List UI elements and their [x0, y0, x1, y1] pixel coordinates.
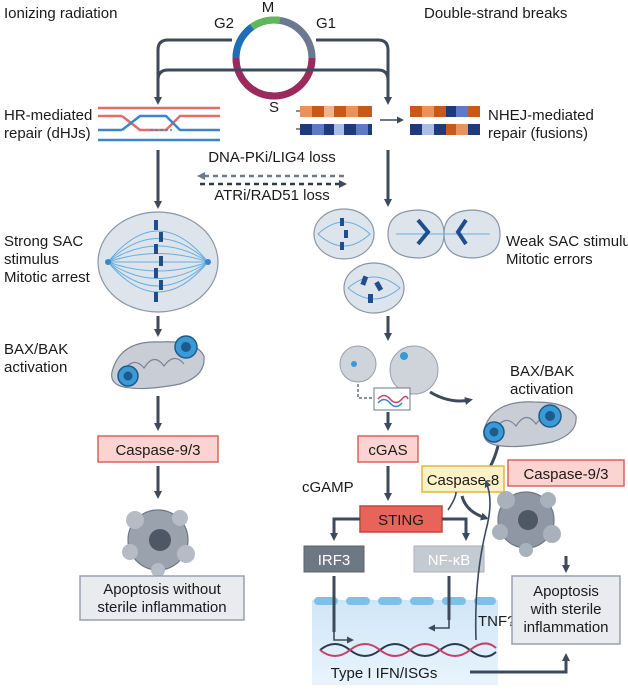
ionizing-radiation-label: Ionizing radiation: [4, 5, 117, 22]
arrow-g1-to-nhej: [316, 38, 392, 105]
arrow-sting-to-casp8: [447, 491, 457, 511]
tnf-label: TNF?: [478, 613, 516, 630]
baxbak-left-line1: BAX/BAK: [4, 341, 68, 358]
arrow-ifn-to-inflammation: [470, 653, 570, 674]
apoptotic-cell-right: [492, 491, 561, 557]
weak-sac-line1: Weak SAC stimulus: [506, 233, 628, 250]
type1-ifn-label: Type I IFN/ISGs: [331, 665, 438, 682]
caspase93-right-label: Caspase-9/3: [523, 466, 608, 483]
double-strand-breaks-label: Double-strand breaks: [424, 5, 567, 22]
baxbak-right-line2: activation: [510, 381, 573, 398]
hr-line1: HR-mediated: [4, 107, 92, 124]
dnapki-loss-label: DNA-PKi/LIG4 loss: [208, 149, 336, 166]
caspase8-label: Caspase-8: [427, 472, 500, 489]
apoptosis-with-line2: with sterile: [530, 601, 602, 618]
dna-helix: [319, 642, 497, 658]
apoptosis-with-line3: inflammation: [523, 619, 608, 636]
apoptosis-with-line1: Apoptosis: [533, 583, 599, 600]
irf3-promoter-arrow: [333, 632, 354, 644]
irf3-box: [303, 545, 365, 573]
nfkb-label: NF-κB: [428, 552, 471, 569]
apoptosis-with-box: [511, 575, 621, 645]
strong-sac-line1: Strong SAC: [4, 233, 83, 250]
bracket-lower: [156, 68, 390, 81]
arrow-to-baxbak-right: [429, 390, 473, 405]
phase-g2-label: G2: [214, 15, 234, 32]
nhej-line2: repair (fusions): [488, 125, 588, 142]
nhej-blocks-left: [296, 106, 372, 135]
arrested-mitotic-cell: [97, 211, 219, 313]
irf3-label: IRF3: [318, 552, 351, 569]
caspase93-right-box: [507, 459, 625, 487]
apoptosis-without-box: [79, 575, 245, 621]
caspase93-left-box: [97, 435, 219, 463]
phase-s-label: S: [269, 99, 279, 116]
caspase93-left-label: Caspase-9/3: [115, 442, 200, 459]
arrow-sting-to-nfkb: [442, 517, 470, 541]
mitotic-error-cells: [313, 208, 501, 314]
arrow-sting-to-irf3: [330, 517, 360, 541]
atri-loss-label: ATRi/RAD51 loss: [214, 187, 330, 204]
weak-sac-line2: Mitotic errors: [506, 251, 593, 268]
baxbak-right-line1: BAX/BAK: [510, 363, 574, 380]
nfkb-promoter-arrow: [428, 620, 450, 632]
hr-repair-strands: [98, 106, 220, 142]
strong-sac-line3: Mitotic arrest: [4, 269, 91, 286]
arrow-g2-to-hr: [154, 38, 232, 105]
nucleus-region: [312, 600, 498, 685]
strong-sac-line2: stimulus: [4, 251, 59, 268]
nhej-line1: NHEJ-mediated: [488, 107, 594, 124]
apoptosis-without-line2: sterile inflammation: [97, 599, 226, 616]
arrow-casp8-to-apoptotic: [460, 495, 489, 521]
phase-m-label: M: [262, 0, 275, 16]
nhej-blocks-right: [410, 106, 480, 135]
cgas-box: [357, 435, 419, 463]
sting-label: STING: [378, 512, 424, 529]
phase-g1-label: G1: [316, 15, 336, 32]
apoptosis-without-line1: Apoptosis without: [103, 581, 221, 598]
cgas-label: cGAS: [368, 442, 407, 459]
apoptotic-cell-left: [122, 509, 195, 577]
arrow-tnf-to-casp8: [474, 480, 492, 641]
mitochondrion-left: [111, 335, 205, 390]
micronucleated-cells: [339, 345, 439, 395]
dna-fragment-box: [373, 387, 411, 411]
micronucleus-dashed-link: [357, 384, 374, 399]
hr-line2: repair (dHJs): [4, 125, 91, 142]
baxbak-left-line2: activation: [4, 359, 67, 376]
cgamp-label: cGAMP: [302, 479, 354, 496]
nfkb-box: [413, 545, 485, 573]
mitochondrion-right: [483, 401, 577, 448]
cell-cycle-ring: [232, 16, 316, 100]
